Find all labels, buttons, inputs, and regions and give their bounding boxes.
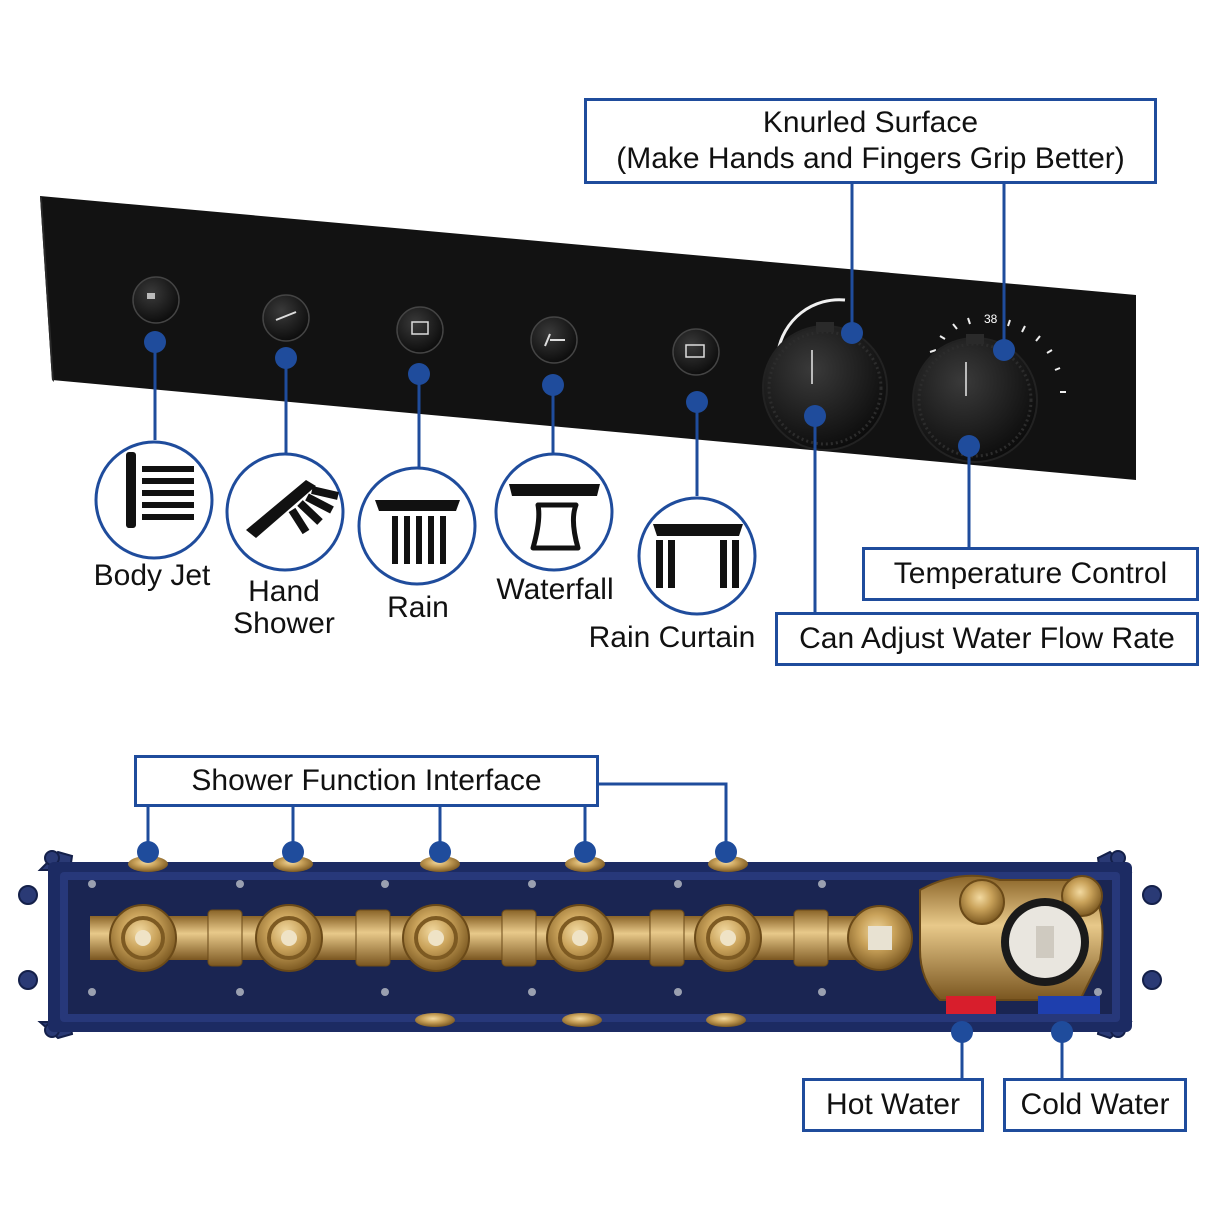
valve-body [18, 850, 1162, 1040]
temperature-control-callout: Temperature Control [862, 547, 1199, 601]
cold-water-callout: Cold Water [1003, 1078, 1187, 1132]
body-jet-label: Body Jet [93, 559, 211, 592]
leader-dots-top [144, 322, 1015, 457]
rain-curtain-icon [637, 496, 757, 616]
flow-control-knob[interactable] [762, 298, 888, 451]
flow-rate-callout: Can Adjust Water Flow Rate [775, 612, 1199, 666]
waterfall-label: Waterfall [496, 573, 614, 606]
leader-dots-bottom [137, 841, 1073, 1043]
function-buttons [132, 276, 720, 376]
rain-label: Rain [387, 591, 449, 624]
body-jet-button[interactable] [132, 276, 180, 324]
hot-water-callout: Hot Water [802, 1078, 984, 1132]
hand-shower-label: Hand Shower [214, 576, 354, 640]
hand-shower-icon [225, 452, 345, 572]
waterfall-icon [494, 452, 614, 572]
temperature-control-knob[interactable] [912, 317, 1066, 463]
hand-shower-button[interactable] [262, 294, 310, 342]
shower-function-interface-callout: Shower Function Interface [134, 755, 599, 807]
waterfall-button[interactable] [530, 316, 578, 364]
hand-shower-label-line1: Hand [248, 575, 320, 608]
knurled-surface-callout: Knurled Surface (Make Hands and Fingers … [584, 98, 1157, 184]
rain-button[interactable] [396, 306, 444, 354]
hand-shower-label-line2: Shower [233, 607, 335, 640]
rain-curtain-label: Rain Curtain [588, 621, 756, 654]
rain-curtain-button[interactable] [672, 328, 720, 376]
temperature-scale-mark: 38 [984, 312, 998, 326]
body-jet-icon [94, 440, 214, 560]
knurled-subtitle: (Make Hands and Fingers Grip Better) [616, 142, 1125, 175]
rain-icon [357, 466, 477, 586]
knurled-title: Knurled Surface [762, 106, 979, 139]
leader-lines-top [153, 184, 1006, 612]
